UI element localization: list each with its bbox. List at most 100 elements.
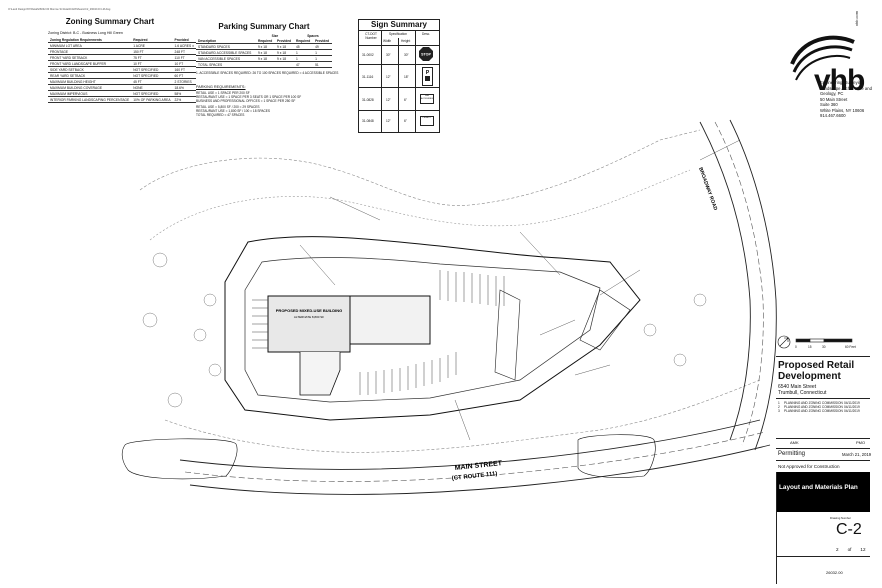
parking-req-line: RETAIL USE = 1 SPACE PER 200 SF <box>196 91 250 95</box>
building-sub-label: ALTERNATE 8,800 SF <box>294 315 324 319</box>
accessible-parking-sign-icon: P <box>422 67 433 86</box>
sign-summary-chart: Sign Summary Specification CT-DOT Number… <box>358 19 440 133</box>
drawn-by: AMK <box>790 440 799 445</box>
sign-number: 31-0002 <box>362 53 374 57</box>
parking-summary-chart: Parking Summary Chart Size Spaces Descri… <box>196 22 339 117</box>
parking-req-line: TOTAL REQUIRED = 47 SPACES <box>196 113 245 117</box>
zoning-district: Zoning District: B-C - Business Long Hil… <box>48 31 123 35</box>
zoning-summary-chart: Zoning Summary Chart Zoning District: B-… <box>48 17 196 103</box>
van-accessible-sign-icon: VAN ACCESSIBLE <box>420 94 434 104</box>
firm-address-line: Suite 360 <box>820 102 838 107</box>
not-approved-label: Not Approved for Construction <box>778 464 840 469</box>
broadway-road-label: BROADWAY ROAD <box>697 167 718 212</box>
vhb-logo-icon <box>790 35 855 81</box>
logo-text: vhb <box>814 64 865 97</box>
file-path: O:\Land Design\NY\Retail\26032.00 Monroe… <box>8 8 111 11</box>
svg-text:P: P <box>426 70 430 76</box>
parking-header: Description <box>198 38 217 43</box>
checked-by: PMO <box>856 440 866 445</box>
project-title: Proposed Retail Development <box>778 360 855 382</box>
parking-header: Provided <box>277 38 292 43</box>
parking-title: Parking Summary Chart <box>218 22 310 31</box>
scale-label: 0 <box>795 345 797 349</box>
zoning-header: Zoning Regulation Requirements <box>50 37 102 42</box>
sheet-number: C-2 <box>836 521 862 538</box>
sign-summary-title: Sign Summary <box>359 20 439 31</box>
sign-height: 30" <box>404 53 409 57</box>
firm-logo-block: vhb vhb.com <box>782 11 872 134</box>
scale-label: 60 Feet <box>845 345 856 349</box>
zoning-header: Required <box>133 37 148 42</box>
parking-spaces-header: Spaces <box>307 33 319 38</box>
sign-col-header: CT-DOT Number <box>365 32 377 40</box>
project-number: 26032.00 <box>826 570 843 575</box>
parking-note: 1. ACCESSIBLE SPACES REQUIRED: 26 TO 100… <box>196 71 339 75</box>
penalty-sign-icon: PENALTY <box>420 116 434 126</box>
sign-col-header: Width <box>383 39 392 43</box>
parking-requirements-title: PARKING REQUIREMENTS: <box>196 85 246 89</box>
zoning-table: Zoning Regulation Requirements Required … <box>48 37 196 103</box>
sign-spec-header: Specification <box>388 32 408 36</box>
parking-table: Size Spaces Description Required Provide… <box>196 33 332 68</box>
parking-req-line: RESTAURANT USE = 1 SPACE PER 3 SEATS OR … <box>196 95 302 99</box>
project-address: 6540 Main Street Trumbull, Connecticut <box>778 384 826 396</box>
sign-number: 31-0828 <box>362 98 374 102</box>
sign-number: 31-0848 <box>362 119 374 123</box>
sign-col-header: Height <box>401 39 411 43</box>
building-label: PROPOSED MIXED-USE BUILDING <box>276 308 342 313</box>
sign-width: 12" <box>386 119 391 123</box>
parking-header: Provided <box>315 38 330 43</box>
stop-sign-text: STOP <box>421 52 431 56</box>
sign-number: 31-1116 <box>362 75 374 79</box>
drawing-number-label: Drawing Number <box>830 516 851 520</box>
sheet-index: 2 <box>836 547 839 552</box>
stop-sign-icon: STOP <box>419 47 433 61</box>
sign-height: 18" <box>404 75 409 79</box>
firm-url: vhb.com <box>854 10 859 26</box>
parking-req-line: BUSINESS AND PROFESSIONAL OFFICES = 1 SP… <box>196 99 296 103</box>
project-address-line: 6540 Main Street <box>778 384 817 390</box>
route-label: (CT ROUTE 111) <box>452 471 498 482</box>
zoning-title: Zoning Summary Chart <box>65 17 155 26</box>
zoning-header: Provided <box>174 37 189 42</box>
sheet-of-label: of <box>847 547 852 552</box>
sign-height: 6" <box>404 98 407 102</box>
parking-req-line: RESTAURANT USE = 1,800 SF / 100 = 18 SPA… <box>196 109 271 113</box>
parking-header: Required <box>295 38 311 43</box>
sign-width: 12" <box>386 98 391 102</box>
firm-phone: 914.467.6600 <box>820 113 846 118</box>
sheet-title-box: Layout and Materials Plan <box>776 472 870 512</box>
permit-status: Permitting <box>778 451 806 457</box>
sign-width: 30" <box>386 53 391 57</box>
firm-address-line: White Plains, NY 10606 <box>820 107 865 113</box>
scale-label: 30 <box>822 345 826 349</box>
sign-col-header: Desc. <box>422 32 431 36</box>
parking-size-header: Size <box>271 33 279 38</box>
firm-info: Engineering, Surveying, Landscape Archit… <box>820 80 876 119</box>
sheet-title: Layout and Materials Plan <box>779 484 858 491</box>
scale-label: 15 <box>808 345 812 349</box>
firm-description: Engineering, Surveying, Landscape Archit… <box>820 80 872 96</box>
parking-header: Required <box>257 38 273 43</box>
sign-width: 12" <box>386 75 391 79</box>
sign-height: 6" <box>404 119 407 123</box>
sheet-total: 12 <box>860 547 866 552</box>
